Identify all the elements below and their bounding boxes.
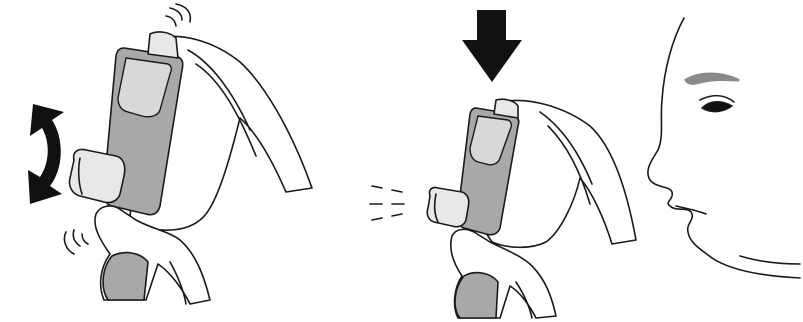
hand-wrist-shadow-press bbox=[454, 271, 499, 319]
double-headed-curved-arrow bbox=[28, 104, 64, 204]
panel-shake bbox=[28, 3, 313, 305]
shake-motion-lines-bottom bbox=[63, 229, 89, 255]
eyebrow bbox=[684, 72, 740, 85]
canister-highlight-press bbox=[469, 115, 513, 166]
inhaler-mouthpiece-press bbox=[426, 186, 470, 228]
lips bbox=[675, 205, 707, 215]
panel-press bbox=[369, 10, 637, 319]
down-arrow bbox=[462, 10, 522, 82]
shake-motion-lines-top bbox=[165, 3, 192, 27]
hand-wrist-shadow bbox=[102, 251, 149, 301]
canister-highlight bbox=[117, 57, 173, 118]
hand-back-press bbox=[483, 99, 637, 249]
face-outline bbox=[647, 17, 801, 279]
eye bbox=[700, 101, 734, 113]
inhaler-mouthpiece bbox=[68, 148, 126, 204]
face-profile bbox=[647, 17, 801, 279]
spray-lines bbox=[369, 185, 405, 221]
